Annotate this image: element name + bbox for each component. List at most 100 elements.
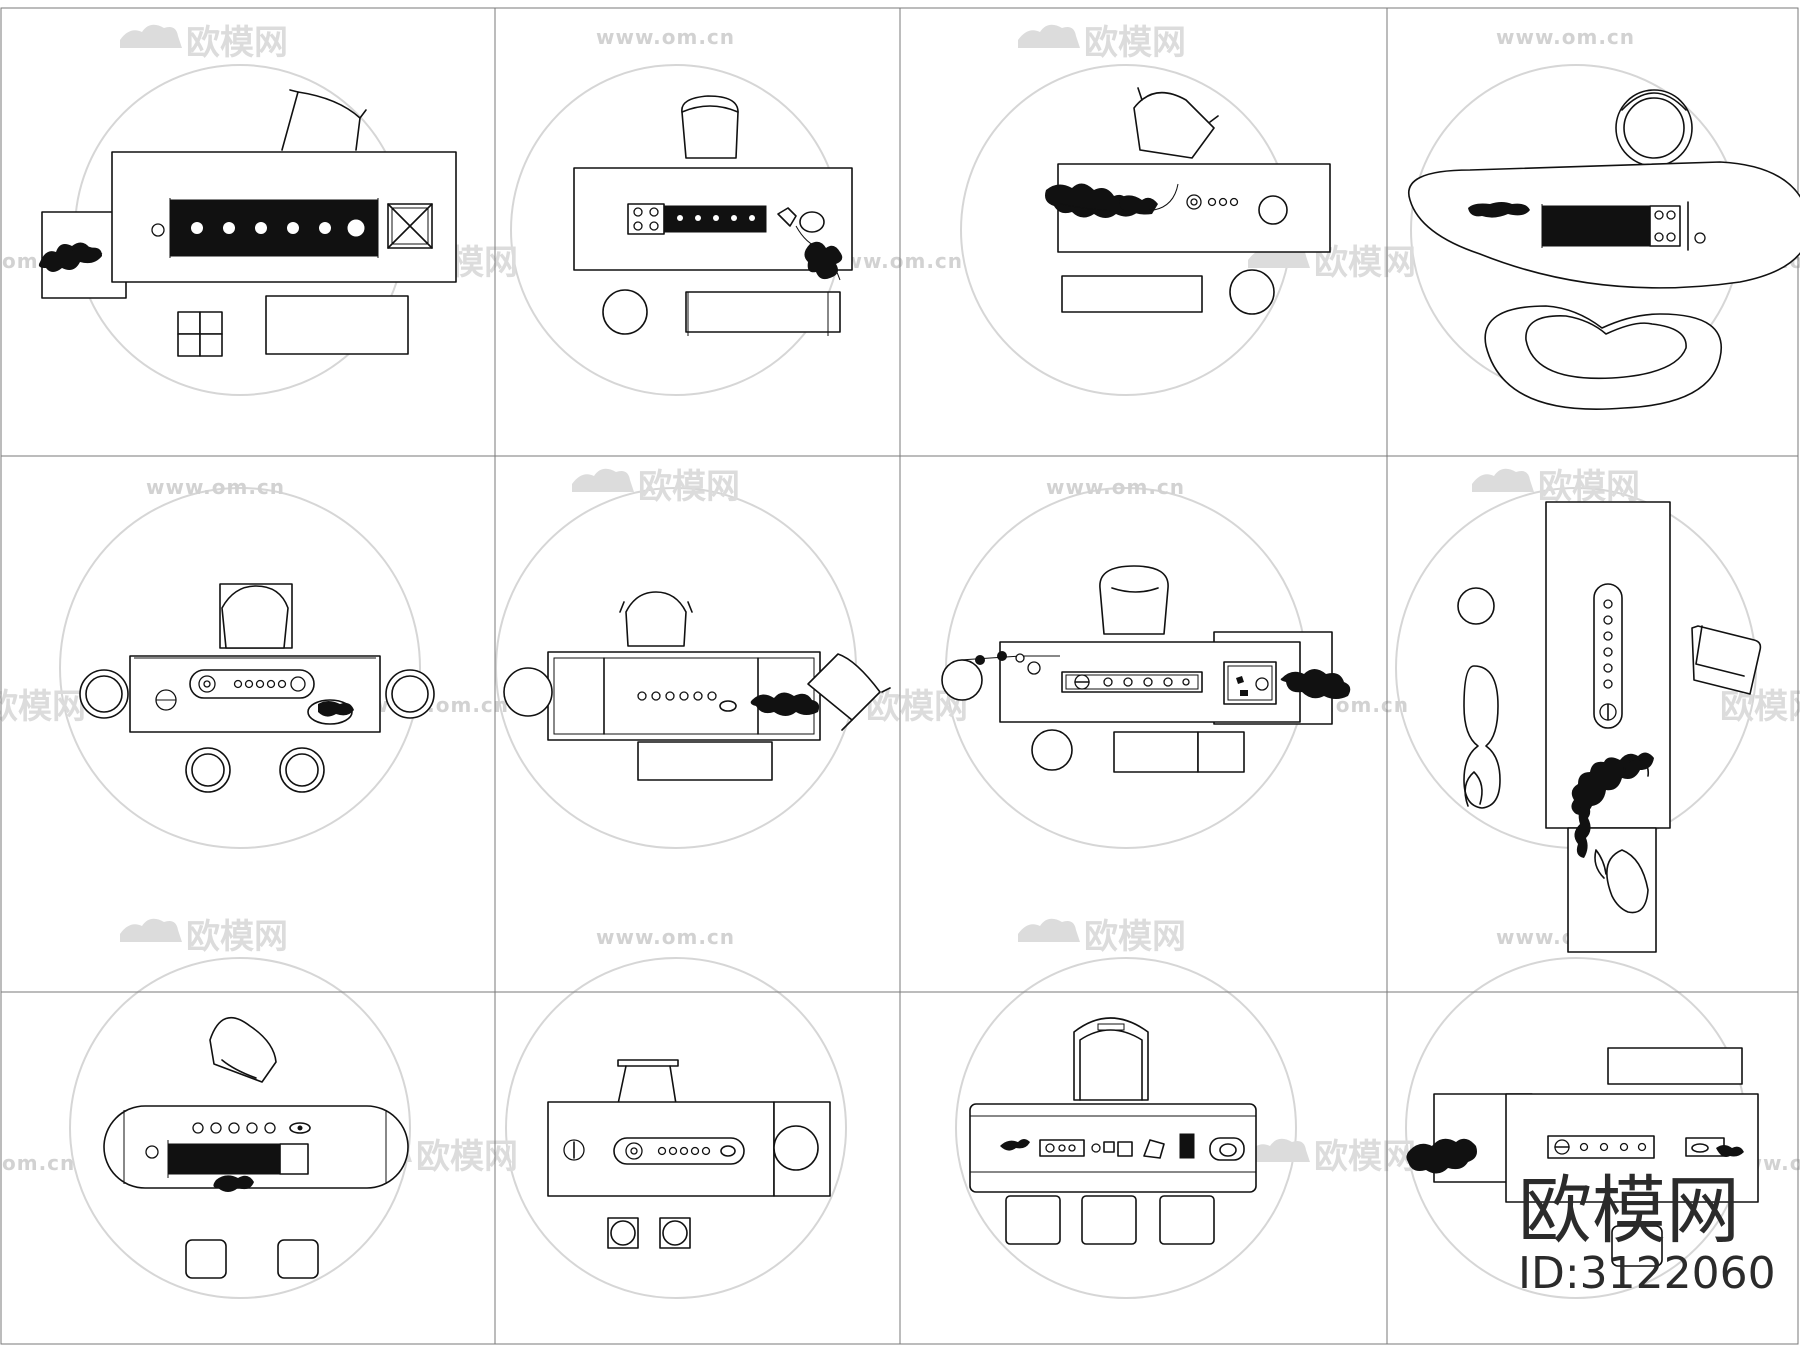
square-sink bbox=[1223, 661, 1277, 705]
tilted-chair-icon bbox=[807, 653, 891, 731]
watermark-logo-text: 欧模网 bbox=[1314, 243, 1416, 283]
cooktop bbox=[627, 203, 767, 235]
cell-grid bbox=[0, 7, 1799, 1345]
trailing-plant bbox=[1406, 1138, 1744, 1174]
tea-set bbox=[1000, 1133, 1245, 1161]
bench bbox=[1607, 1047, 1743, 1085]
table-set-r3c2 bbox=[547, 1059, 831, 1249]
square-stool bbox=[607, 1217, 639, 1249]
table-set-r2c4 bbox=[1457, 501, 1762, 953]
trailing-plant bbox=[1045, 183, 1179, 218]
round-stool bbox=[1229, 269, 1275, 315]
bench bbox=[1061, 275, 1203, 313]
square-stool bbox=[659, 1217, 691, 1249]
cup-icon bbox=[1027, 661, 1041, 675]
round-stool bbox=[1031, 729, 1073, 771]
chair-icon bbox=[1099, 565, 1169, 635]
watermark-url: www.om.cn bbox=[1496, 25, 1635, 49]
round-basin bbox=[773, 1125, 819, 1171]
flower-stem bbox=[959, 651, 1060, 665]
control-panel bbox=[189, 669, 315, 699]
watermark-url: om.cn bbox=[2, 1151, 75, 1175]
chair-icon bbox=[219, 583, 293, 649]
bench bbox=[1113, 731, 1199, 773]
round-stool bbox=[385, 669, 435, 719]
watermark-logo: 欧模网 bbox=[572, 467, 740, 507]
watermark-url: www.om.cn bbox=[146, 475, 285, 499]
trailing-plant bbox=[213, 1175, 254, 1192]
watermark-logo: 欧模网 bbox=[1018, 917, 1186, 957]
table-set-r3c1 bbox=[103, 1016, 409, 1279]
table-set-r1c2 bbox=[573, 95, 853, 336]
watermark-logo: 欧模网 bbox=[1248, 1137, 1416, 1177]
cushion-icon bbox=[1611, 1225, 1663, 1267]
round-stool bbox=[503, 667, 553, 717]
bench bbox=[637, 741, 773, 781]
table-set-r1c3 bbox=[1045, 87, 1331, 315]
chair-icon bbox=[619, 591, 693, 647]
chair-icon bbox=[1073, 1017, 1149, 1101]
table-set-r3c4 bbox=[1406, 1047, 1759, 1267]
bowl-plant bbox=[307, 699, 354, 725]
lamp-box bbox=[387, 203, 433, 249]
round-stool bbox=[79, 669, 129, 719]
watermark-url: www.om.cn bbox=[596, 925, 735, 949]
watermark-logo: 欧模网 bbox=[0, 687, 86, 727]
chair-icon bbox=[281, 89, 367, 151]
cup-icon bbox=[145, 1145, 159, 1159]
table-set-r2c2 bbox=[503, 591, 891, 781]
round-chair bbox=[1615, 89, 1693, 167]
round-stool bbox=[602, 289, 648, 335]
square-stool bbox=[1005, 1195, 1061, 1245]
table-set-r3c3 bbox=[969, 1017, 1257, 1245]
chair-icon bbox=[1691, 625, 1762, 695]
five-dot-row bbox=[192, 1122, 311, 1134]
square-stool bbox=[277, 1239, 319, 1279]
watermark-logo-text: 欧模网 bbox=[1314, 1137, 1416, 1177]
chair-icon bbox=[681, 95, 739, 159]
square-stool bbox=[185, 1239, 227, 1279]
watermark-logo-text: 欧模网 bbox=[1084, 917, 1186, 957]
watermark-logo: 欧模网 bbox=[1018, 23, 1186, 63]
watermark-url: www.om.cn bbox=[1046, 475, 1185, 499]
watermark-logo: 欧模网 bbox=[120, 23, 288, 63]
watermark-logo: 欧模网 bbox=[1720, 687, 1800, 727]
watermark-logo: 欧模网 bbox=[1472, 467, 1640, 507]
brand-logo-text: 欧模网 bbox=[1518, 1168, 1740, 1254]
capsule-panel bbox=[613, 1137, 745, 1165]
table-set-r2c1 bbox=[79, 583, 435, 793]
potted-plant bbox=[38, 242, 103, 272]
brand-watermark: 欧模网 ID:3122060 bbox=[1518, 1168, 1776, 1299]
decor-stone bbox=[1468, 202, 1530, 218]
chair-icon bbox=[1133, 87, 1219, 159]
bowl-icon bbox=[151, 223, 165, 237]
four-dot-panel bbox=[1547, 1135, 1655, 1159]
watermark-logo-text: 欧模网 bbox=[0, 687, 86, 727]
watermark-logo: 欧模网 bbox=[120, 917, 288, 957]
bench bbox=[685, 291, 841, 336]
round-stool bbox=[941, 659, 983, 701]
square-stool bbox=[1081, 1195, 1137, 1245]
bench bbox=[1197, 731, 1245, 773]
kidney-bench bbox=[1484, 305, 1722, 410]
chair-icon bbox=[209, 1016, 277, 1083]
watermark-logo-text: 欧模网 bbox=[1538, 467, 1640, 507]
watermark-logo-text: 欧模网 bbox=[1084, 23, 1186, 63]
watermark-url: www.om.cn bbox=[596, 25, 735, 49]
stool-cluster bbox=[177, 311, 223, 357]
watermark-logo-text: 欧模网 bbox=[416, 1137, 518, 1177]
table-set-r2c3 bbox=[941, 565, 1351, 773]
black-panel bbox=[167, 1140, 309, 1178]
black-panel bbox=[1541, 201, 1706, 251]
trailing-plant bbox=[1571, 752, 1654, 858]
flower-plant bbox=[777, 207, 843, 281]
table-set-r1c4 bbox=[1408, 89, 1800, 410]
square-stool bbox=[1159, 1195, 1215, 1245]
watermark-logo-text: 欧模网 bbox=[186, 23, 288, 63]
tray-black bbox=[169, 198, 379, 258]
five-dot-panel bbox=[1061, 671, 1203, 693]
six-dot-panel bbox=[637, 691, 737, 712]
bench bbox=[265, 295, 409, 355]
seven-dot-strip bbox=[1593, 583, 1623, 729]
